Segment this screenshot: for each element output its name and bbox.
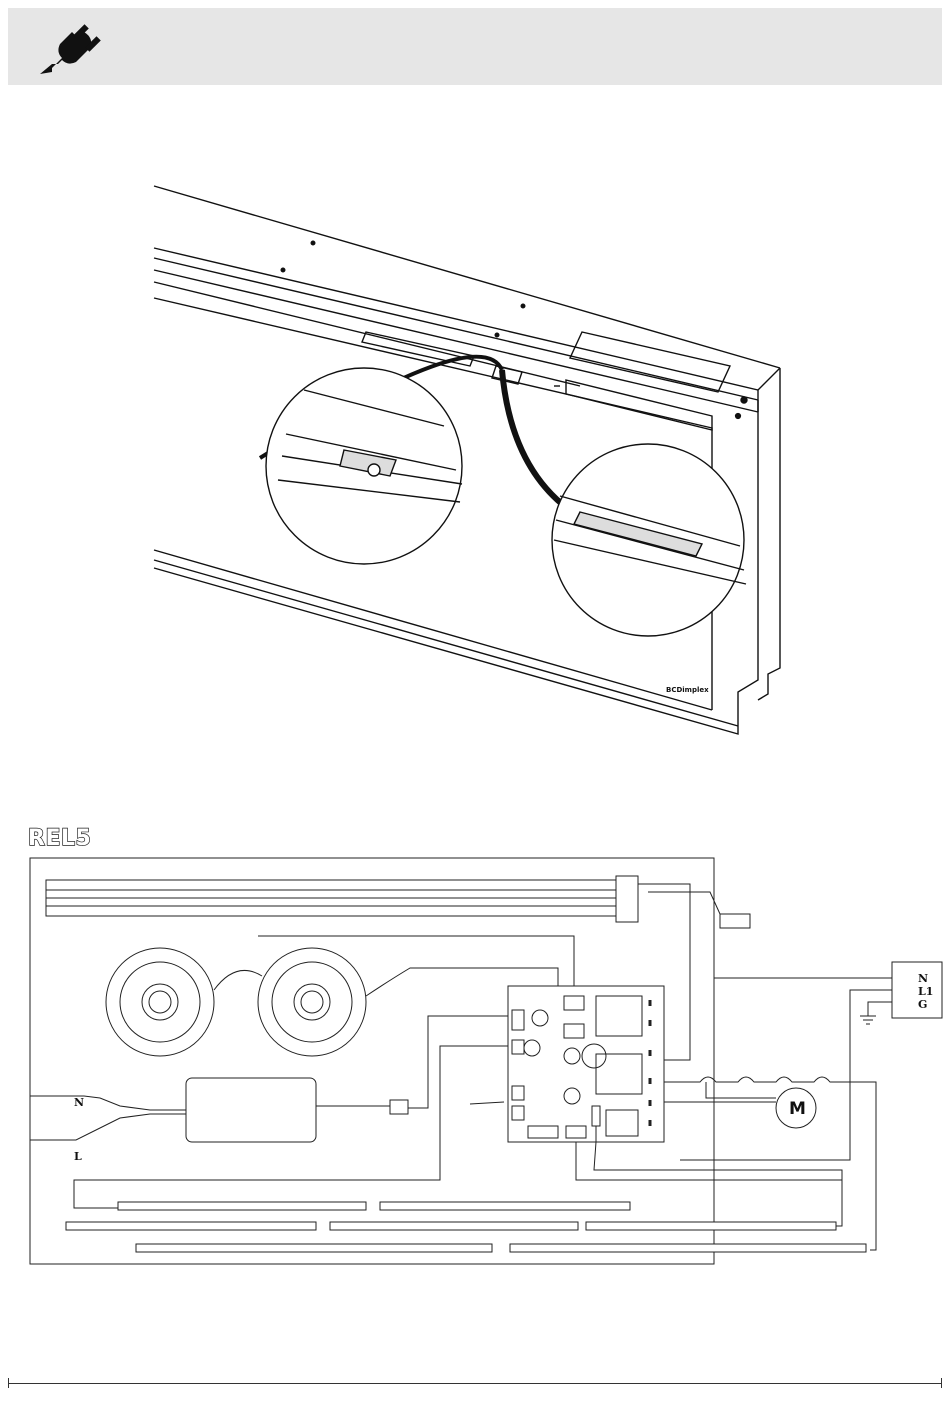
dc-connector	[390, 1100, 408, 1114]
terminal-label-g: G	[918, 998, 927, 1011]
lead-label-l: L	[74, 1150, 82, 1163]
brand-mark: BCDimplex	[666, 686, 709, 694]
header-band	[8, 8, 942, 85]
blower-fan-left	[106, 948, 214, 1056]
footer-tick-left	[8, 1378, 9, 1388]
fireplace-illustration: BCDimplex	[150, 180, 790, 740]
wiring-diagram: N L1 G N L M	[0, 850, 950, 1270]
terminal-label-l1: L1	[918, 985, 933, 998]
blower-fan-right	[258, 948, 366, 1056]
model-label: REL5	[28, 826, 91, 851]
lead-label-n: N	[74, 1096, 84, 1109]
motor-label: M	[789, 1099, 806, 1119]
terminal-label-n: N	[918, 972, 928, 985]
mains-terminal	[892, 962, 942, 1018]
power-plug-icon	[38, 22, 104, 78]
led-bar	[380, 1202, 630, 1210]
led-bar	[118, 1202, 366, 1210]
footer-rule	[8, 1383, 942, 1384]
ground-icon	[860, 1016, 876, 1024]
magnified-detail-left	[266, 368, 462, 564]
power-adapter	[186, 1078, 316, 1142]
led-bar	[586, 1222, 836, 1230]
led-bar	[330, 1222, 578, 1230]
led-bar	[66, 1222, 316, 1230]
magnified-detail-right	[552, 444, 746, 636]
connector-plug	[720, 914, 750, 928]
footer-tick-right	[941, 1378, 942, 1388]
led-bar	[510, 1244, 866, 1252]
led-bar	[136, 1244, 492, 1252]
